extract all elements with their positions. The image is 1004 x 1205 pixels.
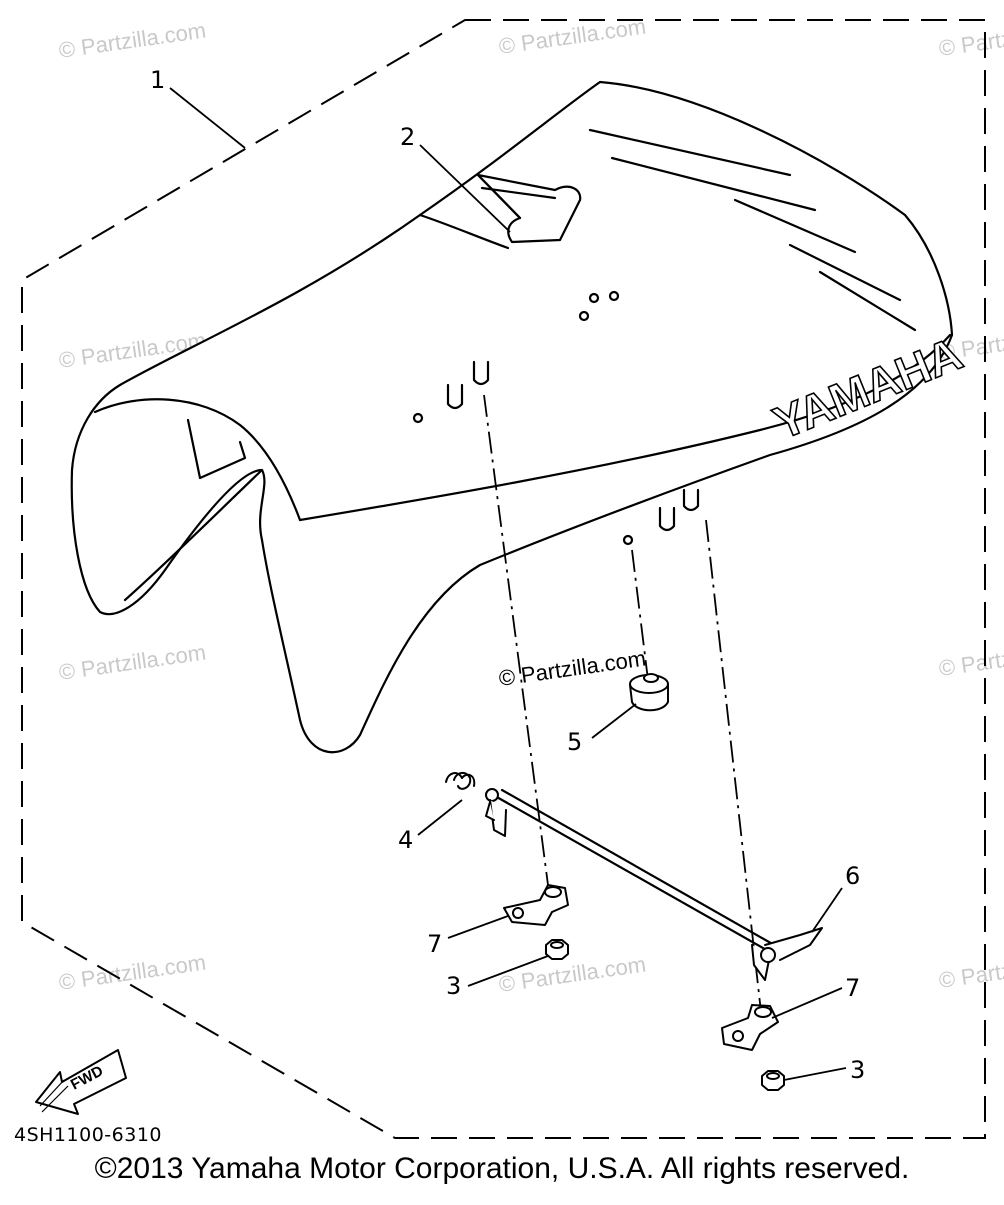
mount-slot (446, 383, 464, 410)
seat-tail-curve (298, 333, 952, 522)
callout-3: 3 (446, 972, 461, 1000)
diagram-code: 4SH1100-6310 (14, 1124, 162, 1146)
callout-labels: 1 2 3 3 4 5 6 7 7 (150, 66, 865, 1084)
seat-inner-sweep (123, 468, 264, 602)
callout-3: 3 (850, 1056, 865, 1084)
mount-hole (588, 292, 600, 304)
mount-hole (622, 534, 634, 546)
seat-strap-edge (480, 186, 557, 200)
watermark: © Partzilla.com (937, 636, 1004, 681)
seat-strap-edge (476, 173, 522, 220)
seat-outline (70, 80, 954, 754)
hex-nut (761, 1070, 785, 1091)
seat-stripe (733, 198, 857, 254)
fwd-arrow: FWD (35, 1049, 127, 1115)
seat-stripe (818, 270, 917, 332)
mount-hole (608, 290, 620, 302)
seat-damper (629, 673, 669, 712)
seat-stripe (610, 156, 817, 212)
seat-stripe (588, 128, 792, 177)
callout-1: 1 (150, 66, 165, 94)
seat-inner-rim (93, 398, 302, 522)
callout-7: 7 (845, 974, 860, 1002)
callout-5: 5 (567, 728, 582, 756)
watermark: © Partzilla.com (57, 640, 207, 685)
callout-leaders (169, 87, 847, 1081)
mount-hole (412, 412, 424, 424)
watermark: © Partzilla.com (497, 952, 647, 997)
callout-4: 4 (398, 826, 413, 854)
assembly-boundary (21, 19, 986, 1139)
seat-inner-plate (186, 418, 247, 480)
copyright-notice: ©2013 Yamaha Motor Corporation, U.S.A. A… (94, 1152, 910, 1185)
mount-slot (682, 488, 700, 512)
hinge-rod (485, 788, 823, 981)
mount-slot (658, 506, 676, 532)
return-spring (445, 772, 476, 790)
callout-2: 2 (400, 123, 415, 151)
mounting-plate (721, 1004, 779, 1051)
hex-nut (545, 939, 569, 960)
mount-hole (578, 310, 590, 322)
watermark: © Partzilla.com (937, 948, 1004, 993)
mount-slot (472, 360, 490, 386)
watermark: © Partzilla.com (937, 16, 1004, 61)
mounting-plate (503, 884, 569, 926)
seat-stripe (788, 243, 902, 302)
leader-lines (483, 394, 764, 1031)
hardware-parts (445, 673, 823, 1091)
watermark: © Partzilla.com (57, 18, 207, 63)
fwd-arrow-icon (35, 1049, 127, 1115)
seat-assembly (70, 80, 954, 754)
callout-7: 7 (427, 930, 442, 958)
seat-top-edge (418, 213, 510, 250)
callout-6: 6 (845, 862, 860, 890)
